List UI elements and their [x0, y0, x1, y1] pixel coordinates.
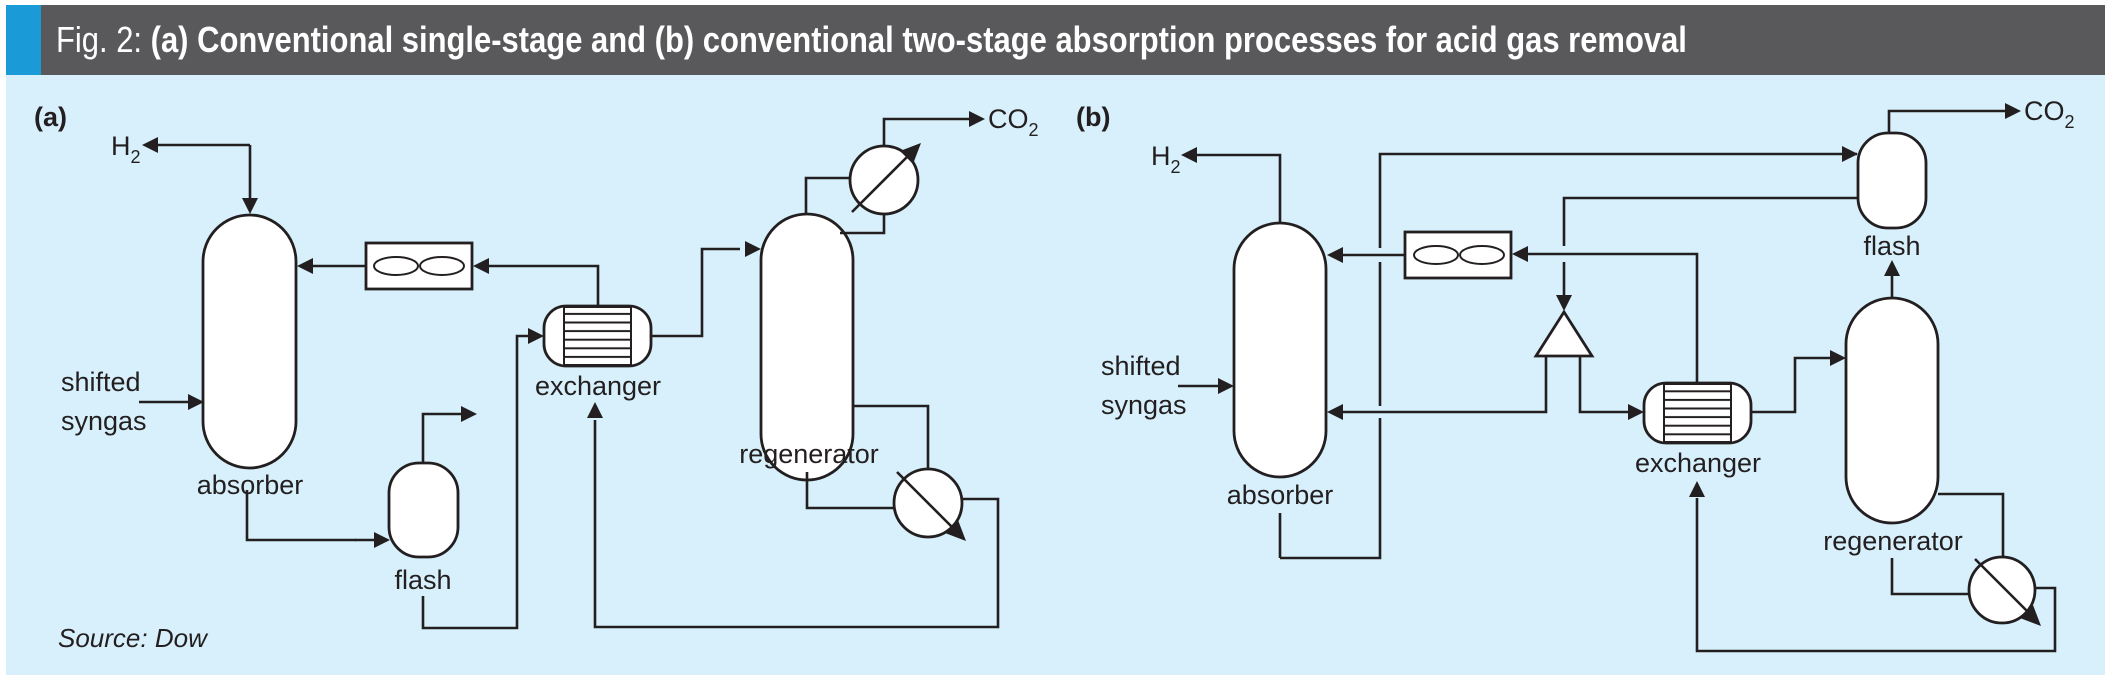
panel-a-flash-drum — [387, 461, 460, 559]
figure-header: Fig. 2: (a) Conventional single-stage an… — [6, 5, 2105, 75]
panel-a-flash-label: flash — [394, 565, 451, 595]
arrow-right-icon — [528, 328, 544, 344]
arrow-right-icon — [188, 394, 204, 410]
arrow-left-icon — [1327, 247, 1343, 263]
arrow-left-icon — [1327, 404, 1343, 420]
exchanger-to-regenerator-line — [651, 247, 740, 338]
arrow-left-icon — [473, 258, 489, 274]
diagram-background — [6, 75, 2105, 675]
header-accent-bar — [6, 5, 41, 75]
panel-a-label: (a) — [34, 102, 67, 132]
arrow-right-icon — [461, 406, 477, 422]
panel-b-split-to-exchanger-line — [1578, 356, 1630, 414]
exchanger-to-cooler-line — [489, 264, 600, 306]
reboiler-diagonal — [1974, 558, 2032, 616]
panel-a-regenerator-label: regenerator — [739, 439, 879, 469]
panel-a-feed-label-1: shifted — [61, 367, 141, 397]
fan-icon — [1413, 245, 1505, 265]
panel-b-absorber-label: absorber — [1227, 480, 1334, 510]
panel-a-feed-label-2: syngas — [61, 406, 147, 436]
arrow-up-icon — [1884, 260, 1900, 276]
arrow-right-icon — [374, 532, 390, 548]
panel-b-feed-label-1: shifted — [1101, 351, 1181, 381]
source-note: Source: Dow — [58, 623, 209, 653]
arrow-right-icon — [1842, 146, 1858, 162]
panel-b-h2-line — [1195, 153, 1282, 223]
flash-vent-line — [421, 412, 462, 463]
panel-b-flash-liquid-line — [1562, 196, 1857, 246]
arrow-left-icon — [1512, 246, 1528, 262]
panel-b-semilean-line — [1343, 356, 1548, 414]
panel-b-reboiler-feed-line — [1890, 558, 1973, 596]
fan-icon — [373, 256, 465, 276]
panel-b-h2-label: H2 — [1151, 141, 1181, 177]
arrow-up-icon — [1689, 481, 1705, 497]
reboiler-vapor-line — [853, 404, 930, 470]
lean-amine-return-line — [593, 420, 1000, 629]
exchanger-tube-bundle-icon — [563, 306, 632, 366]
flash-to-exchanger-line — [421, 334, 530, 630]
rich-to-flash-line — [245, 490, 356, 542]
panel-b-regenerator-column — [1844, 296, 1940, 525]
arrow-down-right-icon — [945, 520, 966, 541]
figure-title: Fig. 2: (a) Conventional single-stage an… — [56, 5, 1687, 75]
panel-b-absorber-column — [1232, 221, 1328, 479]
arrow-left-icon — [1181, 147, 1197, 163]
figure-number: Fig. 2: — [56, 19, 143, 60]
overhead-line — [804, 176, 850, 215]
panel-b-reboiler-vapor-line — [1938, 492, 2005, 557]
arrow-right-icon — [2005, 103, 2021, 119]
exchanger-tube-bundle-icon — [1663, 383, 1732, 443]
reflux-line — [840, 214, 886, 235]
arrow-down-icon — [242, 198, 258, 214]
arrow-right-icon — [1830, 350, 1846, 366]
arrow-down-right-icon — [2020, 605, 2041, 626]
panel-a-absorber-label: absorber — [197, 470, 304, 500]
arrow-left-icon — [297, 258, 313, 274]
panel-b-co2-label: CO2 — [2024, 96, 2075, 132]
h2-label: H2 — [111, 131, 141, 167]
panel-b-co2-line — [1887, 109, 2006, 133]
panel-b: (b) H2 absorber shifted syngas — [1076, 96, 2075, 653]
condenser-diagonal — [851, 155, 909, 213]
panel-b-exchanger-to-cooler-line — [1527, 252, 1699, 383]
reboiler-diagonal — [896, 471, 957, 532]
panel-a-absorber-column — [201, 213, 298, 470]
panel-b-splitter — [1533, 309, 1595, 358]
panel-a-h2-stream: H2 — [111, 131, 258, 214]
arrow-left-icon — [142, 137, 158, 153]
panel-b-feed-label-2: syngas — [1101, 390, 1187, 420]
figure-title-text: (a) Conventional single-stage and (b) co… — [150, 19, 1687, 60]
arrow-up-right-icon — [900, 143, 921, 164]
panel-b-to-flash-line — [1378, 152, 1857, 248]
panel-b-reboiler — [1967, 555, 2037, 625]
reboiler-feed-line — [805, 472, 895, 510]
arrow-down-icon — [1556, 295, 1572, 311]
arrow-right-icon — [1218, 378, 1234, 394]
panel-a-exchanger-label: exchanger — [535, 371, 661, 401]
arrow-up-icon — [587, 402, 603, 418]
panel-a: (a) H2 absorber shifted syngas — [34, 102, 1039, 653]
panel-a-co2-label: CO2 — [988, 104, 1039, 140]
arrow-right-icon — [745, 241, 761, 257]
panel-b-regenerator-label: regenerator — [1823, 526, 1963, 556]
panel-b-flash-label: flash — [1863, 231, 1920, 261]
arrow-right-icon — [1628, 404, 1644, 420]
panel-b-flash-drum — [1856, 131, 1928, 230]
panel-b-label: (b) — [1076, 102, 1110, 132]
panel-b-lean-amine-return-line — [1695, 498, 2057, 653]
arrow-right-icon — [969, 111, 985, 127]
panel-b-exchanger-label: exchanger — [1635, 448, 1761, 478]
co2-line — [882, 117, 970, 146]
panel-b-exchanger-to-regenerator-line — [1751, 356, 1830, 414]
panel-b-absorber-bottom-line — [1340, 418, 1382, 560]
